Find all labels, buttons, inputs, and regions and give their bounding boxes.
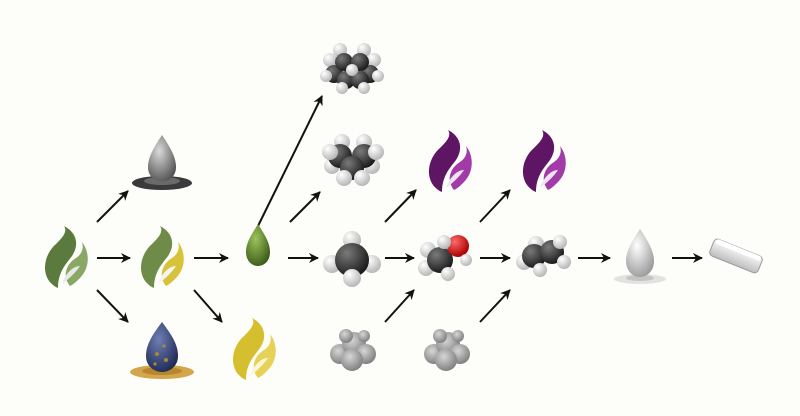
arrow-smoke-to-ethylene	[479, 289, 511, 323]
arrow-green-liquid-to-cyclohexane	[257, 95, 323, 227]
arrows	[96, 95, 703, 323]
arrow-natural-gas-to-crude-oil	[96, 289, 129, 323]
arrow-green-liquid-to-propane	[289, 191, 321, 223]
arrow-methanol-to-purple-flame	[479, 189, 511, 223]
smoke-cloud-icon	[424, 329, 470, 371]
grey-liquid-drop-icon	[132, 135, 192, 190]
blue-oil-drop-icon	[130, 322, 194, 379]
arrow-processed-gas-to-yellow-flame	[193, 289, 223, 323]
green-flame-icon	[45, 226, 88, 288]
purple-flame-icon	[429, 130, 472, 192]
purple-flame-icon	[523, 130, 566, 192]
grey-drop-icon	[614, 229, 666, 284]
green-yellow-flame-icon	[141, 226, 184, 288]
arrow-smoke-to-methanol	[384, 289, 415, 323]
plastic-bar-icon	[709, 238, 763, 274]
arrow-methane-to-purple-flame	[384, 189, 417, 223]
methanol-molecule-icon	[418, 235, 472, 281]
ring-molecule-icon	[320, 43, 384, 94]
yellow-flame-icon	[233, 318, 276, 380]
green-drop-icon	[246, 224, 270, 266]
ethylene-molecule-icon	[516, 235, 571, 277]
methane-molecule-icon	[323, 231, 381, 287]
propane-molecule-icon	[322, 134, 384, 186]
smoke-cloud-icon	[330, 329, 376, 371]
arrow-natural-gas-to-residual-gas	[96, 190, 129, 223]
